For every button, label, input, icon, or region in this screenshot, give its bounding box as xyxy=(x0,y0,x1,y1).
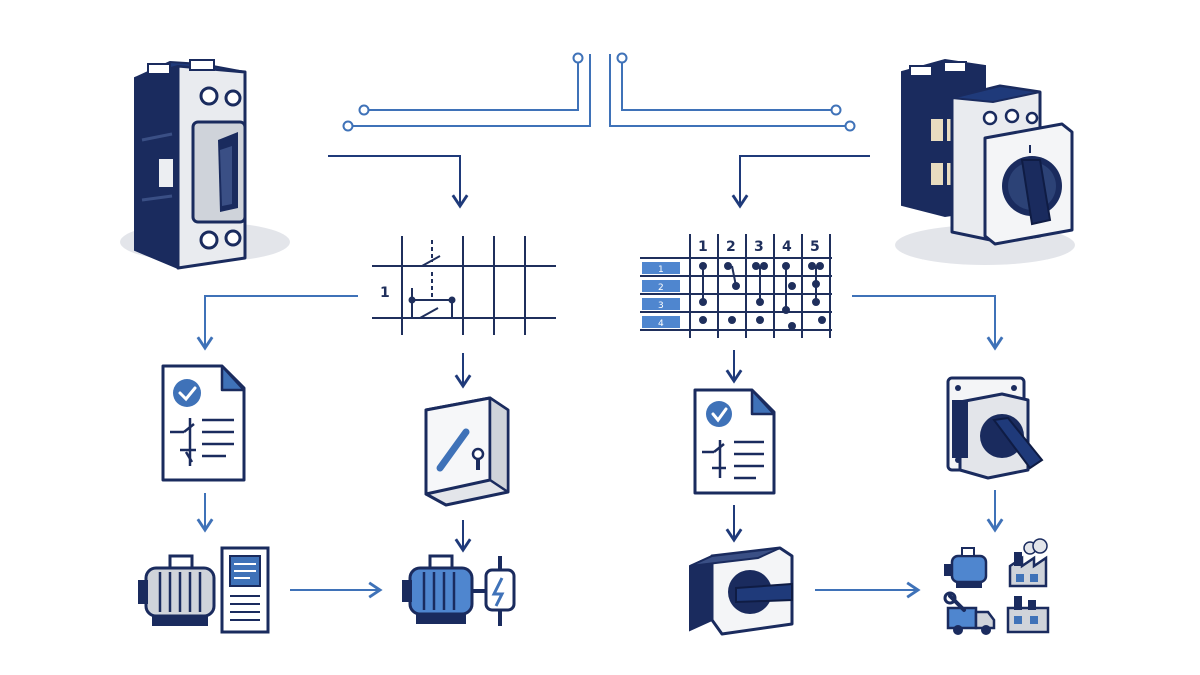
motor-icon xyxy=(402,554,516,626)
row-label: 2 xyxy=(658,283,664,293)
document-check-icon xyxy=(693,388,776,495)
utility-truck-icon xyxy=(943,591,996,635)
panel-rotary-switch-icon xyxy=(946,376,1044,480)
column-label: 4 xyxy=(782,239,792,255)
motor-icon xyxy=(944,547,988,588)
factory-icon xyxy=(1008,538,1048,588)
enclosure-icon xyxy=(424,396,510,507)
arrow-breaker-to-schematic xyxy=(328,155,469,209)
schematic-row-label: 1 xyxy=(380,285,390,301)
document-check-icon xyxy=(161,364,246,482)
contact-dots xyxy=(699,262,826,330)
row-label: 3 xyxy=(658,301,664,311)
rotary-switch-icon xyxy=(689,546,794,636)
circuit-breaker-icon xyxy=(120,59,290,270)
arrow-schematic-to-document xyxy=(196,295,358,351)
row-label: 4 xyxy=(658,319,664,329)
table-column-labels: 1 2 3 4 5 xyxy=(698,239,820,255)
cam-switch-icon xyxy=(895,58,1075,265)
top-circuit-traces xyxy=(342,52,856,132)
schematic-switch-icon: 1 xyxy=(372,236,556,335)
control-cabinet-icon xyxy=(220,546,270,634)
arrow-table-to-panel-switch xyxy=(852,295,1004,351)
column-label: 2 xyxy=(726,239,736,255)
table-row-labels: 1 2 3 4 xyxy=(642,262,680,329)
motor-icon xyxy=(138,554,216,626)
factory-icon xyxy=(1006,596,1050,634)
column-label: 5 xyxy=(810,239,820,255)
flow-arrows xyxy=(196,155,1004,599)
column-label: 3 xyxy=(754,239,764,255)
arrow-camswitch-to-table xyxy=(731,155,870,209)
industry-cluster xyxy=(943,538,1050,635)
row-label: 1 xyxy=(658,265,664,275)
column-label: 1 xyxy=(698,239,708,255)
switching-table-icon: 1 2 3 4 5 1 2 3 4 xyxy=(640,234,832,338)
